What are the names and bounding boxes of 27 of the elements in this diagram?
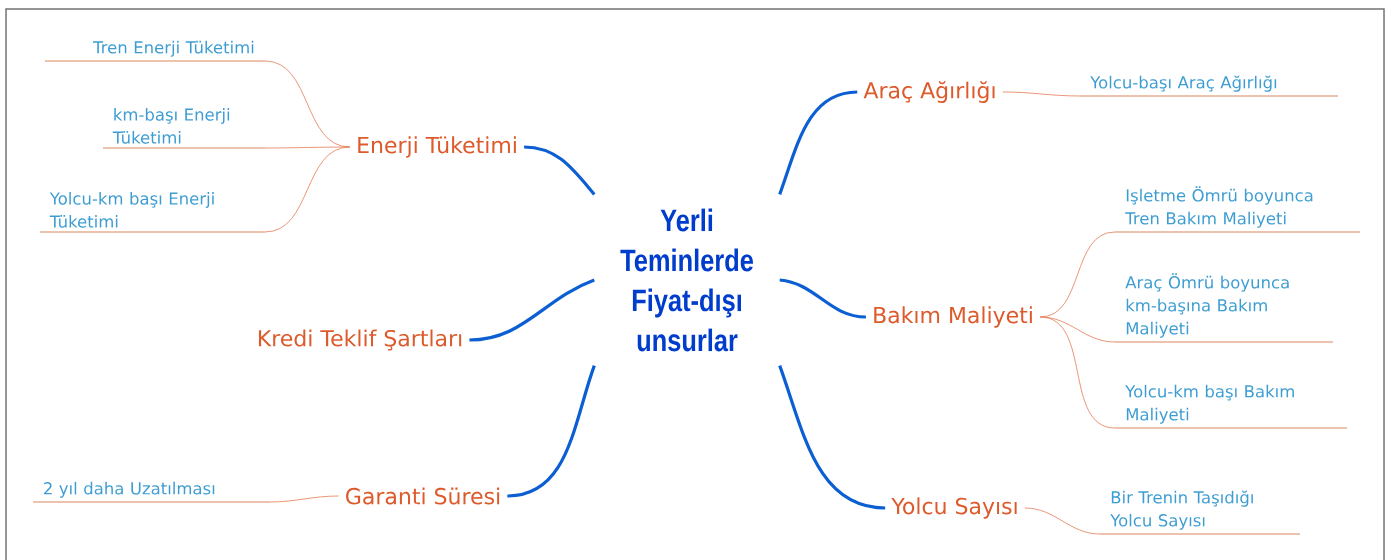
branch-topic: Kredi Teklif Şartları <box>258 329 462 351</box>
connector-line <box>1002 91 1081 97</box>
branch-topic: Enerji Tüketimi <box>358 136 516 158</box>
branch-line <box>469 278 595 342</box>
underlined-subtopic: Bir Trenin Taşıdığı Yolcu Sayısı <box>1099 490 1301 535</box>
connector-line <box>264 146 351 233</box>
underlined-subtopic: Işletme Ömrü boyunca Tren Bakım Maliyeti <box>1114 186 1361 233</box>
branch-line <box>524 145 596 196</box>
underlined-subtopic: Araç Ömrü boyunca km-başına Bakım Maliyeti <box>1114 273 1334 343</box>
branch-topic: Yolcu Sayısı <box>891 497 1017 519</box>
underlined-subtopic: Yolcu-km başı Enerji Tüketimi <box>39 192 266 233</box>
branch-topic: Araç Ağırlığı <box>863 81 995 103</box>
branch-topic: Bakım Maliyeti <box>874 306 1032 328</box>
underlined-subtopic: Tren Enerji Tüketimi <box>44 40 266 62</box>
underlined-subtopic: 2 yıl daha Uzatılması <box>32 481 271 503</box>
branch-line <box>778 365 886 510</box>
underlined-subtopic: km-başı Enerji Tüketimi <box>102 108 266 149</box>
branch-topic: Garanti Süresi <box>346 487 500 505</box>
branch-line <box>778 90 858 195</box>
branch-line <box>779 278 866 319</box>
connector-line <box>1039 316 1116 429</box>
underlined-subtopic: Yolcu-km başı Bakım Maliyeti <box>1114 384 1348 429</box>
connector-line <box>1024 507 1101 535</box>
central-topic: Yerli Teminlerde Fiyat-dışı unsurlar <box>620 208 753 352</box>
underlined-subtopic: Yolcu-başı Araç Ağırlığı <box>1079 75 1339 97</box>
branch-line <box>507 365 596 498</box>
connector-line <box>269 495 340 503</box>
